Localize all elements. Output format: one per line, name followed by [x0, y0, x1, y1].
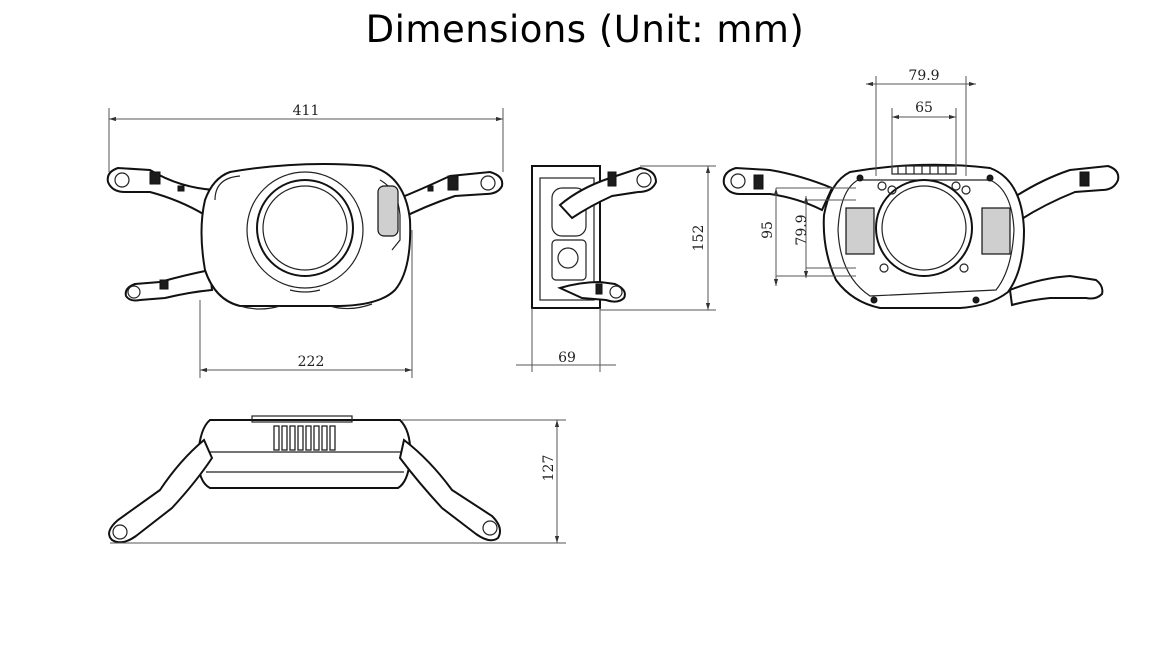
dimension-79-9-vertical: 79.9 [794, 196, 856, 278]
dimension-95-vertical: 95 [760, 187, 856, 286]
page-title: Dimensions (Unit: mm) [365, 8, 805, 51]
dimension-label-69: 69 [558, 350, 576, 366]
dimension-label-95: 95 [760, 221, 776, 239]
dimension-222: 222 [199, 230, 413, 378]
dimension-label-411: 411 [293, 103, 320, 119]
top-view [108, 415, 501, 544]
dimension-label-127: 127 [541, 455, 557, 482]
dimension-79-9-horizontal: 79.9 [866, 68, 976, 176]
dimension-411: 411 [108, 103, 504, 172]
dimension-label-65: 65 [915, 100, 933, 116]
dimension-65: 65 [891, 100, 957, 168]
side-view [531, 165, 658, 309]
dimension-label-222: 222 [298, 354, 325, 370]
dimension-69: 69 [516, 308, 616, 372]
front-view [106, 163, 504, 310]
rear-view [722, 163, 1120, 309]
dimension-127: 127 [110, 419, 566, 544]
dimension-152: 152 [600, 165, 716, 311]
dimension-label-79-9-vertical: 79.9 [794, 214, 810, 245]
dimension-label-152: 152 [691, 225, 707, 252]
dimension-label-79-9-horizontal: 79.9 [908, 68, 939, 84]
